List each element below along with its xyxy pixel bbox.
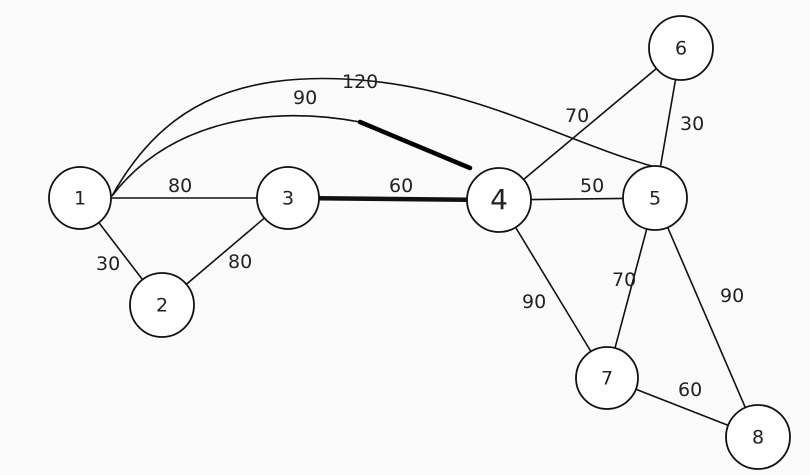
edge-line-highlight <box>357 119 473 171</box>
edge-weight-label: 90 <box>293 87 317 109</box>
edge-weight-label: 50 <box>580 175 604 197</box>
node-label: 6 <box>675 38 687 60</box>
node-label: 7 <box>601 368 613 390</box>
edge-5-8: 90 <box>666 227 747 408</box>
edge-2-3: 80 <box>185 217 265 285</box>
edge-3-4: 60 <box>318 175 468 202</box>
edge-line <box>111 77 656 197</box>
edge-line <box>318 196 468 202</box>
edge-5-6: 30 <box>659 79 704 167</box>
edge-weight-label: 90 <box>522 291 546 313</box>
edge-line <box>514 226 592 352</box>
edge-1-5: 120 <box>111 71 656 197</box>
edge-7-8: 60 <box>635 379 729 427</box>
edge-weight-label: 30 <box>96 253 120 275</box>
edge-weight-label: 120 <box>342 71 378 93</box>
edge-line <box>666 227 747 408</box>
edge-1-4: 90 <box>111 87 473 197</box>
node-label: 3 <box>282 188 294 210</box>
node-3: 3 <box>256 166 320 230</box>
edge-line <box>530 197 624 201</box>
edge-line <box>659 79 677 167</box>
node-label: 8 <box>752 427 764 449</box>
node-circle <box>48 166 112 230</box>
edge-4-6: 70 <box>523 67 657 181</box>
node-circle <box>256 166 320 230</box>
edge-line <box>614 228 648 349</box>
node-label: 2 <box>156 295 168 317</box>
edge-weight-label: 70 <box>612 269 636 291</box>
edge-weight-label: 70 <box>565 105 589 127</box>
edge-weight-label: 60 <box>678 379 702 401</box>
edge-1-2: 30 <box>96 222 144 281</box>
node-circle <box>129 272 195 338</box>
edge-1-3: 80 <box>111 175 257 199</box>
node-2: 2 <box>129 272 195 338</box>
edge-line <box>635 388 729 427</box>
node-1: 1 <box>48 166 112 230</box>
edge-line <box>185 217 265 285</box>
node-circle <box>725 404 791 470</box>
edge-weight-label: 30 <box>680 113 704 135</box>
edge-5-7: 70 <box>612 228 648 349</box>
edge-line <box>111 114 361 197</box>
node-circle <box>648 15 714 81</box>
node-8: 8 <box>725 404 791 470</box>
node-circle <box>466 167 532 233</box>
edge-weight-label: 80 <box>168 175 192 197</box>
node-label: 5 <box>649 188 661 210</box>
node-circle <box>575 346 639 410</box>
edge-weight-label: 60 <box>389 175 413 197</box>
node-5: 5 <box>622 165 688 231</box>
edge-4-7: 90 <box>514 226 592 352</box>
node-4: 4 <box>466 167 532 233</box>
node-6: 6 <box>648 15 714 81</box>
edge-4-5: 50 <box>530 175 624 201</box>
node-label: 1 <box>74 188 86 210</box>
edge-line <box>98 222 144 281</box>
node-7: 7 <box>575 346 639 410</box>
node-label: 4 <box>490 183 508 216</box>
node-circle <box>622 165 688 231</box>
edge-weight-label: 90 <box>720 285 744 307</box>
edge-weight-label: 80 <box>228 251 252 273</box>
edge-line <box>523 67 657 181</box>
